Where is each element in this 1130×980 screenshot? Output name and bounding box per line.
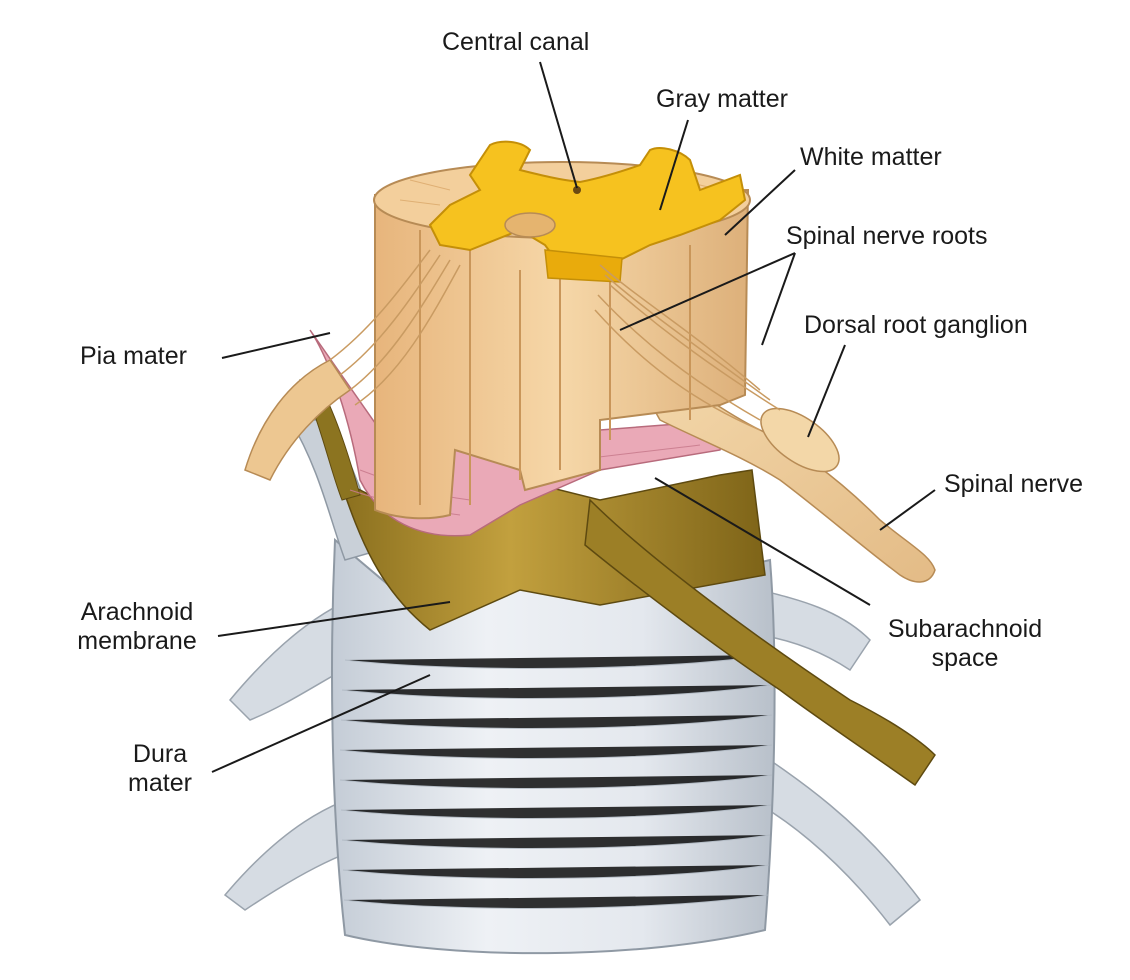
label-dura-line2: mater xyxy=(128,769,192,797)
label-dura-mater: Dura mater xyxy=(110,740,210,798)
leader-dorsal-root-ganglion xyxy=(807,344,846,438)
label-spinal-nerve-roots: Spinal nerve roots xyxy=(786,222,988,250)
leader-arachnoid-membrane xyxy=(217,601,451,637)
leader-white-matter xyxy=(724,169,796,236)
label-spinal-nerve: Spinal nerve xyxy=(944,470,1083,498)
leader-subarachnoid-space xyxy=(654,477,871,606)
leader-gray-matter xyxy=(659,119,689,211)
label-arachnoid-membrane: Arachnoid membrane xyxy=(62,598,212,656)
label-dorsal-root-ganglion: Dorsal root ganglion xyxy=(804,311,1028,339)
leader-spinal-nerve-roots-b xyxy=(761,252,796,346)
dura-mater xyxy=(223,419,922,955)
label-subarachnoid-line1: Subarachnoid xyxy=(887,615,1043,643)
label-subarachnoid-space: Subarachnoid space xyxy=(870,615,1060,673)
label-central-canal: Central canal xyxy=(442,28,590,56)
central-canal xyxy=(573,186,581,194)
label-arachnoid-line1: Arachnoid xyxy=(80,598,194,626)
gray-matter xyxy=(428,140,747,283)
leader-central-canal xyxy=(539,61,578,189)
leader-lines xyxy=(211,61,936,773)
label-arachnoid-line2: membrane xyxy=(77,627,197,655)
leader-dura-mater xyxy=(211,674,431,773)
label-pia-mater: Pia mater xyxy=(80,342,187,370)
label-white-matter: White matter xyxy=(800,143,942,171)
label-gray-matter: Gray matter xyxy=(656,85,788,113)
label-subarachnoid-line2: space xyxy=(931,644,999,672)
leader-spinal-nerve-roots-a xyxy=(619,252,796,331)
leader-pia-mater xyxy=(221,332,331,359)
nerve-rootlets xyxy=(329,249,781,431)
leader-spinal-nerve xyxy=(879,489,936,531)
label-dura-line1: Dura xyxy=(132,740,188,768)
